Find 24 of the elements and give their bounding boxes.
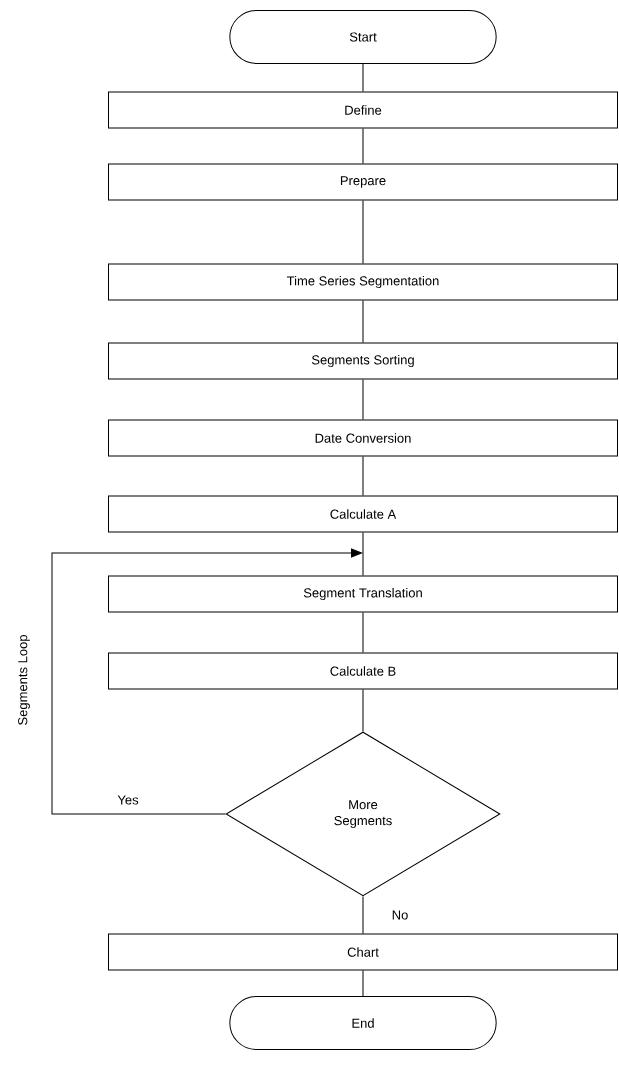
edge-label: No [390, 909, 410, 921]
loop-label: Segments Loop [18, 635, 30, 725]
connector [362, 456, 364, 496]
process-box: Time Series Segmentation [108, 263, 618, 301]
process-box: Chart [108, 933, 618, 971]
process-box: Prepare [108, 163, 618, 201]
connector [362, 612, 364, 653]
connector [362, 128, 364, 164]
process-box: Define [108, 91, 618, 129]
connector [362, 300, 364, 343]
connector [362, 896, 364, 934]
connector [362, 200, 364, 264]
connector [362, 532, 364, 576]
connector [362, 63, 364, 92]
process-box: Calculate B [108, 652, 618, 690]
edge-label: Yes [116, 794, 140, 806]
process-box: Segment Translation [108, 575, 618, 613]
connector [51, 548, 363, 815]
process-box: Date Conversion [108, 419, 618, 457]
connector [362, 970, 364, 997]
process-box: Segments Sorting [108, 342, 618, 380]
process-box: Calculate A [108, 495, 618, 533]
connector [362, 379, 364, 420]
connector [362, 689, 364, 732]
